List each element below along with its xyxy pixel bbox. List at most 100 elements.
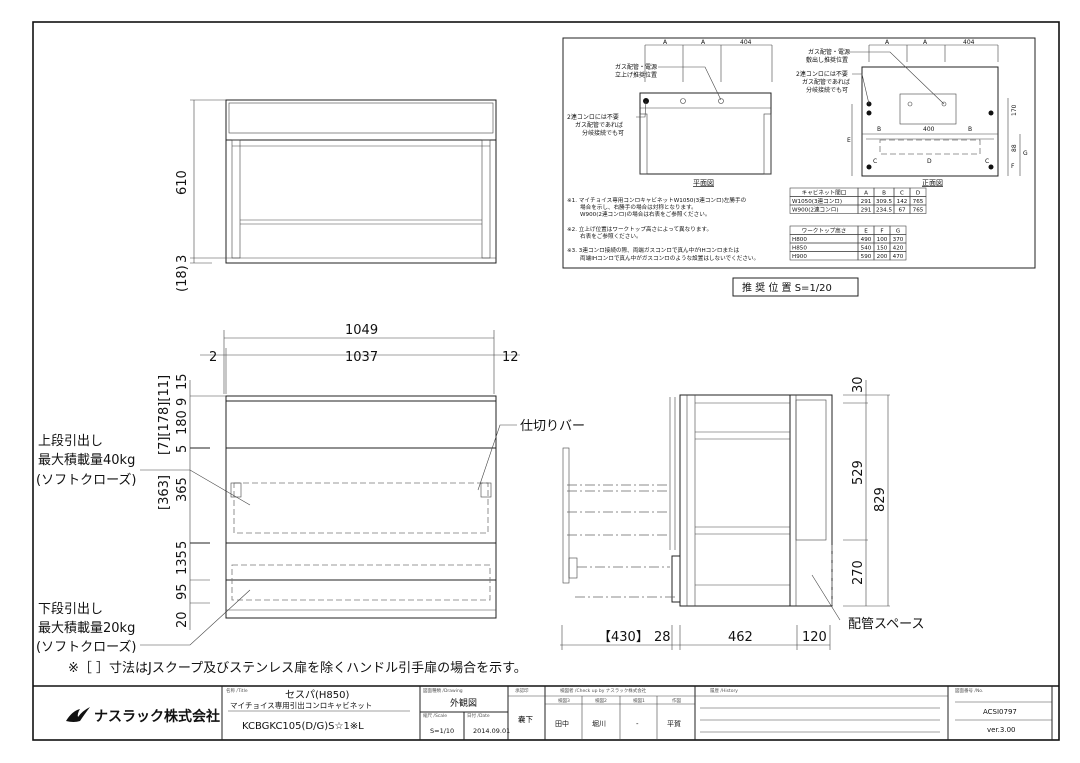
inset-front-dim-a1: A [885,39,890,46]
dim-v-135: 135 [175,550,190,575]
inset-front-dim-404: 404 [963,39,975,46]
upper-drawer-title: 上段引出し [38,434,103,449]
dim-1049: 1049 [345,323,378,338]
cabinet-table-cell-border [909,204,927,214]
dim-829: 829 [873,487,888,512]
date-label: 日付 /Date [467,712,490,719]
inset-letter-c1: C [873,158,877,165]
plan-view-label: 平面図 [693,179,714,187]
check-val-2: 堀川 [592,719,606,728]
dim-30: 30 [851,376,866,393]
worktop-table-cell: H900 [792,254,807,260]
plan-gas-callout-1: ガス配管・電源 [615,63,657,71]
check-col-1: 検図3 [558,697,570,704]
worktop-table-header: G [896,229,900,235]
inset-letter-g: G [1023,150,1028,157]
inset-dim-404: 404 [740,39,752,46]
worktop-table-cell: 540 [861,246,872,252]
plan-2burner-2: ガス配管であれば [575,121,623,129]
cabinet-table-cell: 234.5 [876,208,892,214]
approver-label: 承認印 [515,687,529,694]
worktop-table-cell: 470 [893,254,904,260]
cabinet-table-cell: 291 [861,208,872,214]
divider-bar-label: 仕切りバー [520,419,585,434]
inset-dim-400: 400 [923,126,935,133]
cabinet-table-cell: W1050(3連コンロ) [792,197,842,205]
dim-430: 【430】 [598,630,649,645]
check-col-4: 作図 [672,697,681,704]
inset-dim-a2: A [701,39,706,46]
check-val-4: 平賀 [667,719,681,728]
worktop-table-header: E [864,229,868,235]
dim-28: 28 [654,630,671,645]
inset-note-2b: 右表をご参照ください。 [580,232,642,240]
inset-dim-a1: A [663,39,668,46]
dim-610: 610 [175,170,190,195]
drawing-type: 外観図 [450,697,477,709]
top-view: 610 3 (18) [175,99,497,292]
inset-letter-b2: B [968,126,972,133]
dim-462: 462 [728,630,753,645]
front-gas-callout-1: ガス配管・電源 [808,48,850,56]
inset-note-2a: ※2. 立上げ位置はワークトップ高さによって異なります。 [567,225,712,233]
title-label: 名称 /Title [226,687,248,694]
worktop-table-cell: 420 [893,246,904,252]
worktop-table-cell-border [889,251,907,261]
inset-front-dim-a2: A [923,39,928,46]
check-col-3: 検図1 [633,697,645,704]
plan-2burner-3: 分岐接続でも可 [582,129,624,137]
version: ver.3.00 [987,726,1016,734]
dim-529: 529 [851,460,866,485]
product-name: マイチョイス専用引出コンロキャビネット [230,700,372,710]
inset-letter-c2: C [985,158,989,165]
cabinet-table-cell: 765 [913,208,924,214]
worktop-table-header: F [880,229,883,235]
cabinet-table-cell: 142 [897,199,908,205]
cabinet-table-cell: W900(2連コンロ) [792,206,839,214]
checked-label: 検図者 /Check up by ナスラック株式会社 [560,687,647,694]
front-2burner-3: 分岐接続でも可 [806,86,848,94]
dim-v-180: 180 [175,410,190,435]
worktop-table-cell: 100 [877,237,888,243]
footnote: ※［ ］寸法はJスクープ及びステンレス扉を除くハンドル引手扉の場合を示す。 [68,660,527,676]
dim-270: 270 [851,560,866,585]
inset-dim-88: 88 [1011,144,1018,152]
cabinet-table-cell: 309.5 [876,199,892,205]
dim-v-20: 20 [175,611,190,628]
model-number: KCBGKC105(D/G)S☆1※L [242,721,364,732]
recommended-position-inset: A A 404 ガス配管・電源 立上げ推奨位置 2連コンロには不要 ガス配管であ… [562,37,1036,269]
front-view-label: 正面図 [922,179,943,187]
cabinet-table-header: B [882,191,886,197]
worktop-table-cell: 490 [861,237,872,243]
dim-12: 12 [502,350,519,365]
dim-v-95: 95 [175,583,190,600]
inset-note-1a: ※1. マイチョイス専用コンロキャビネットW1050(3連コンロ)左勝手の [567,196,747,204]
front-2burner-2: ガス配管であれば [802,78,850,86]
drawing-number: ACSI0797 [983,708,1017,716]
drawing-frame [32,21,1060,741]
scale-label: 縮尺 /Scale [423,712,447,719]
company-logo: ナスラック株式会社 [66,707,220,725]
inset-letter-e: E [847,137,851,144]
dim-v-15: 15 [175,373,190,390]
scale-caption: 推 奨 位 置 S=1/20 [742,281,832,294]
check-col-2: 検図2 [595,697,607,704]
inset-note-1c: W900(2連コンロ)の場合は右表をご参照ください。 [580,210,710,218]
plan-2burner-1: 2連コンロには不要 [567,113,619,121]
pipe-space-label: 配管スペース [848,617,924,632]
upper-drawer-feature: (ソフトクローズ) [36,472,137,488]
worktop-table-cell: H850 [792,246,807,252]
lower-drawer-title: 下段引出し [38,602,103,617]
scale-caption-box [732,277,859,297]
worktop-table-header: ワークトップ高さ [802,227,847,235]
cabinet-table-header: D [916,191,920,197]
dim-120: 120 [802,630,827,645]
scale-value: S=1/10 [430,727,454,735]
front-gas-callout-2: 敷出し推奨位置 [806,56,848,64]
cabinet-table-header: キャビネット間口 [802,189,847,197]
dim-v-5b: 5 [175,541,190,549]
inset-dim-170: 170 [1011,104,1018,116]
front-view: 1049 1037 2 12 15 9 180 5 365 5 135 95 2… [140,323,520,646]
worktop-table-cell: H800 [792,237,807,243]
cabinet-table-cell: 67 [898,208,906,214]
